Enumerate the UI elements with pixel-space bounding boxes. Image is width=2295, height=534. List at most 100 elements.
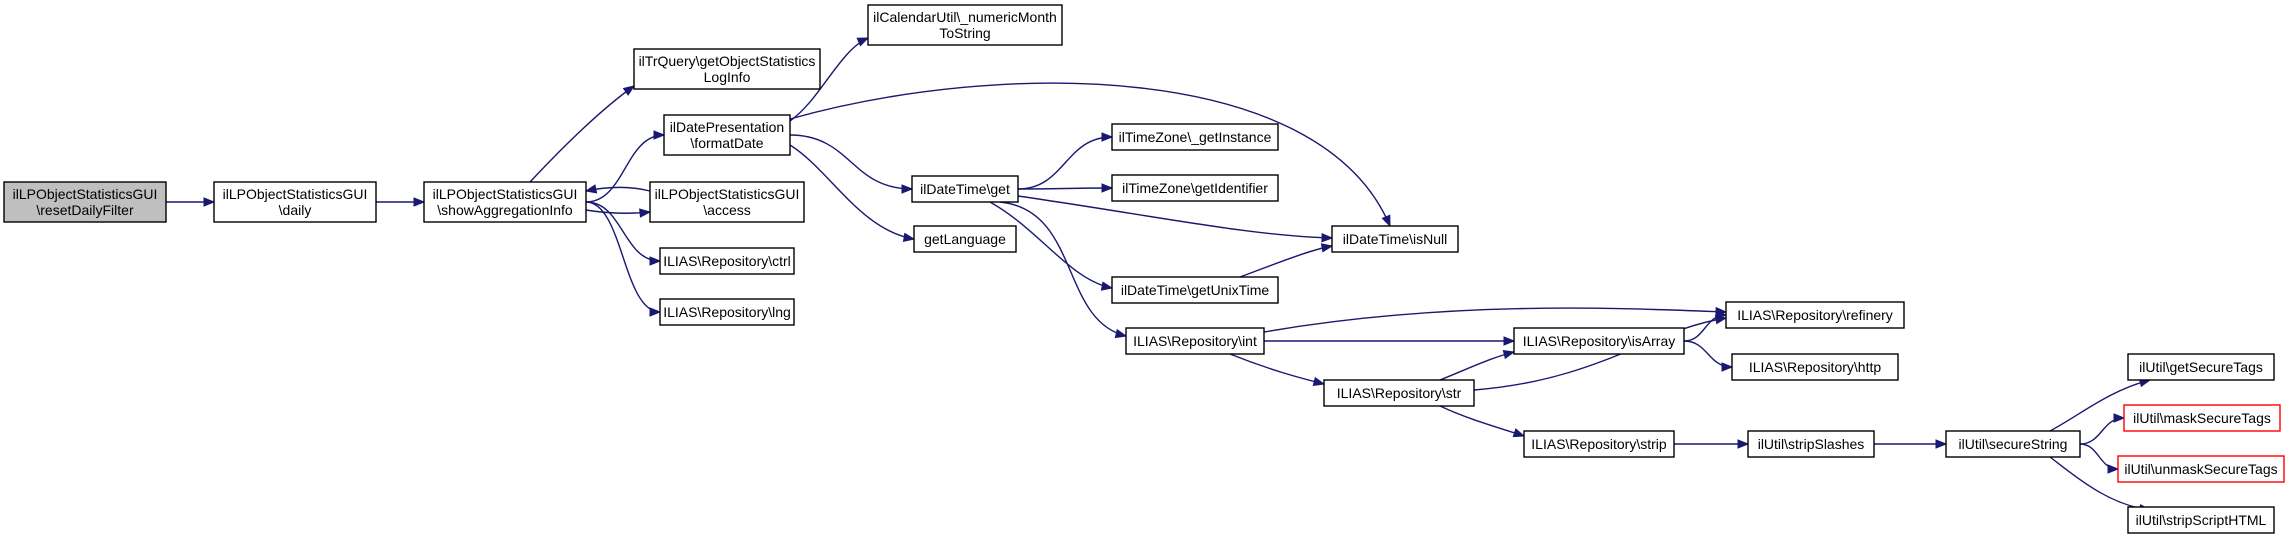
edge-arrowhead-n4-to-n10 — [902, 232, 916, 242]
node-label-line: ILIAS\Repository\strip — [1531, 436, 1667, 452]
node-box[interactable] — [1747, 430, 1875, 458]
node-getlanguage[interactable]: getLanguage — [913, 225, 1017, 253]
node-label-line: ILIAS\Repository\int — [1133, 333, 1257, 349]
node-box[interactable] — [2127, 506, 2275, 534]
node-ildatepresentation-formatdate[interactable]: ilDatePresentation\formatDate — [663, 114, 791, 156]
edge-arrowhead-n18-to-n20 — [1512, 428, 1526, 438]
edge-n17-to-n19 — [1683, 340, 1733, 368]
node-box[interactable] — [659, 247, 795, 275]
node-ilias-repository-refinery[interactable]: ILIAS\Repository\refinery — [1725, 301, 1905, 329]
node-label-line: ILIAS\Repository\lng — [663, 304, 791, 320]
node-box[interactable] — [649, 181, 805, 223]
edge-n18-to-n20 — [1439, 405, 1525, 437]
node-box[interactable] — [659, 298, 795, 326]
node-ildatetime-isnull[interactable]: ilDateTime\isNull — [1331, 225, 1459, 253]
edge-n22-to-n23 — [2049, 379, 2151, 432]
edge-arrowhead-n9-to-n12 — [1101, 132, 1114, 142]
node-ilias-repository-strip[interactable]: ILIAS\Repository\strip — [1523, 430, 1675, 458]
node-label-line: \access — [703, 202, 750, 218]
node-ilias-repository-isarray[interactable]: ILIAS\Repository\isArray — [1513, 327, 1685, 355]
node-ilias-repository-int[interactable]: ILIAS\Repository\int — [1125, 327, 1265, 355]
node-box[interactable] — [1111, 174, 1279, 202]
node-label-line: ilDateTime\isNull — [1343, 231, 1448, 247]
node-ilutil-stripslashes[interactable]: ilUtil\stripSlashes — [1747, 430, 1875, 458]
node-iltimezone-getinstance[interactable]: ilTimeZone\_getInstance — [1111, 123, 1279, 151]
node-label-line: \showAggregationInfo — [437, 202, 573, 218]
edge-n15-to-n16 — [1263, 307, 1727, 333]
node-ilias-repository-ctrl[interactable]: ILIAS\Repository\ctrl — [659, 247, 795, 275]
node-box[interactable] — [913, 225, 1017, 253]
node-box[interactable] — [1111, 123, 1279, 151]
node-ilutil-masksecuretags[interactable]: ilUtil\maskSecureTags — [2123, 404, 2281, 432]
edge-n15-to-n18 — [1229, 353, 1325, 385]
node-label-line: ToString — [939, 25, 990, 41]
edge-n18-to-n17 — [1439, 351, 1515, 381]
node-box[interactable] — [1513, 327, 1685, 355]
node-illpobjectstatisticsgui-access[interactable]: ilLPObjectStatisticsGUI\access — [649, 181, 805, 223]
node-ilias-repository-lng[interactable]: ILIAS\Repository\lng — [659, 298, 795, 326]
node-box[interactable] — [1323, 379, 1475, 407]
node-box[interactable] — [423, 181, 587, 223]
node-box[interactable] — [663, 114, 791, 156]
node-label-line: ilUtil\maskSecureTags — [2133, 410, 2271, 426]
node-illpobjectstatisticsgui-showaggregationinfo[interactable]: ilLPObjectStatisticsGUI\showAggregationI… — [423, 181, 587, 223]
node-ilias-repository-str[interactable]: ILIAS\Repository\str — [1323, 379, 1475, 407]
edge-n9-to-n14 — [989, 201, 1113, 289]
edge-arrowhead-n5-to-n2 — [584, 184, 598, 194]
node-box[interactable] — [1945, 430, 2081, 458]
node-illpobjectstatisticsgui-resetdailyfilter[interactable]: ilLPObjectStatisticsGUI\resetDailyFilter — [3, 181, 167, 223]
node-label-line: ilTimeZone\getIdentifier — [1122, 180, 1268, 196]
node-box[interactable] — [1725, 301, 1905, 329]
edge-arrowhead-n14-to-n11 — [1320, 243, 1334, 253]
node-label-line: ilTimeZone\_getInstance — [1119, 129, 1272, 145]
node-ilutil-getsecuretags[interactable]: ilUtil\getSecureTags — [2127, 353, 2275, 381]
node-box[interactable] — [633, 48, 821, 90]
edge-n2-to-n6 — [585, 201, 661, 262]
edge-n18-to-n16 — [1473, 317, 1727, 391]
node-box[interactable] — [2127, 353, 2275, 381]
edge-arrowhead-n2-to-n5 — [639, 208, 652, 218]
edge-arrowhead-n22-to-n24 — [2113, 413, 2126, 423]
node-ilutil-stripscripthtml[interactable]: ilUtil\stripScriptHTML — [2127, 506, 2275, 534]
edge-arrowhead-n0-to-n1 — [203, 197, 216, 207]
node-box[interactable] — [911, 175, 1019, 203]
edge-arrowhead-n18-to-n17 — [1502, 349, 1516, 360]
edge-n22-to-n24 — [2079, 417, 2125, 445]
node-box[interactable] — [3, 181, 167, 223]
node-label-line: \daily — [279, 202, 312, 218]
node-label-line: \formatDate — [690, 135, 763, 151]
node-illpobjectstatisticsgui-daily[interactable]: ilLPObjectStatisticsGUI\daily — [213, 181, 377, 223]
node-label-line: \resetDailyFilter — [36, 202, 134, 218]
node-ilutil-unmasksecuretags[interactable]: ilUtil\unmaskSecureTags — [2117, 455, 2285, 483]
edge-arrowhead-n9-to-n11 — [1321, 233, 1334, 243]
node-ilias-repository-http[interactable]: ILIAS\Repository\http — [1731, 353, 1899, 381]
node-box[interactable] — [1523, 430, 1675, 458]
node-box[interactable] — [1731, 353, 1899, 381]
edge-arrowhead-n21-to-n22 — [1935, 439, 1948, 449]
node-box[interactable] — [1111, 276, 1279, 304]
edge-arrowhead-n22-to-n25 — [2107, 464, 2120, 474]
nodes-layer: ilLPObjectStatisticsGUI\resetDailyFilter… — [3, 4, 2285, 534]
node-box[interactable] — [1125, 327, 1265, 355]
edge-arrowhead-n4-to-n11 — [1381, 214, 1391, 228]
edge-arrowhead-n1-to-n2 — [413, 197, 426, 207]
node-box[interactable] — [867, 4, 1063, 46]
node-box[interactable] — [2123, 404, 2281, 432]
node-label-line: ilDateTime\get — [920, 181, 1010, 197]
node-ilutil-securestring[interactable]: ilUtil\secureString — [1945, 430, 2081, 458]
node-ildatetime-get[interactable]: ilDateTime\get — [911, 175, 1019, 203]
node-label-line: ilDateTime\getUnixTime — [1121, 282, 1270, 298]
edge-arrowhead-n18-to-n16 — [1714, 314, 1728, 325]
node-label-line: ILIAS\Repository\refinery — [1737, 307, 1893, 323]
edge-n4-to-n11 — [789, 82, 1391, 227]
node-box[interactable] — [2117, 455, 2285, 483]
node-iltimezone-getidentifier[interactable]: ilTimeZone\getIdentifier — [1111, 174, 1279, 202]
edge-arrowhead-n9-to-n14 — [1100, 281, 1114, 291]
node-box[interactable] — [213, 181, 377, 223]
node-label-line: ilLPObjectStatisticsGUI — [13, 186, 158, 202]
node-ildatetime-getunixtime[interactable]: ilDateTime\getUnixTime — [1111, 276, 1279, 304]
edge-arrowhead-n15-to-n17 — [1503, 336, 1516, 346]
node-box[interactable] — [1331, 225, 1459, 253]
